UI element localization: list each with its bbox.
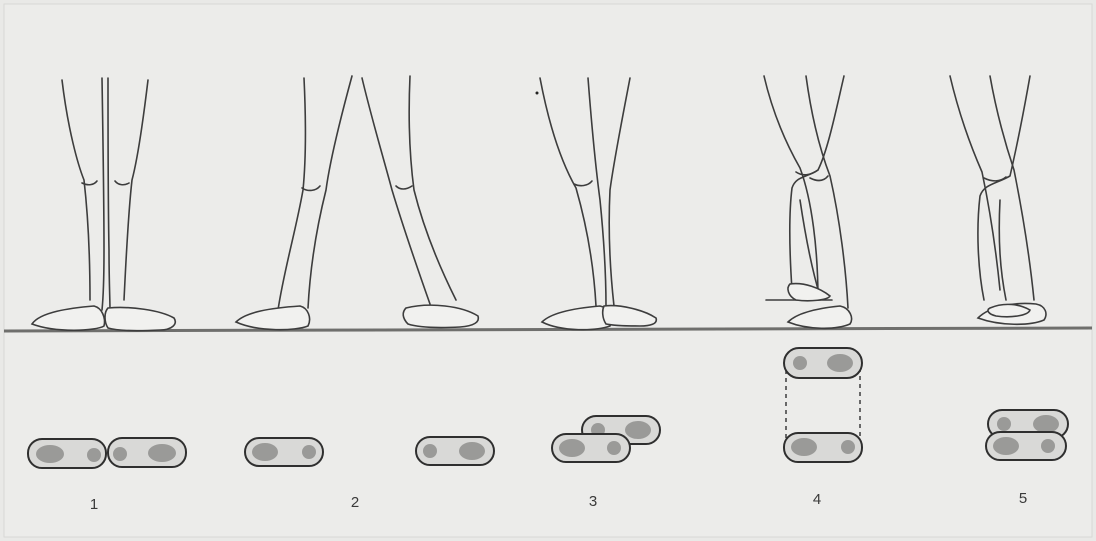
position-number-2: 2 xyxy=(335,494,375,511)
position-number-1: 1 xyxy=(74,496,114,513)
position-number-4: 4 xyxy=(797,491,837,508)
position-number-5: 5 xyxy=(1003,490,1043,507)
position-number-3: 3 xyxy=(573,493,613,510)
position-5-footprints xyxy=(986,410,1068,460)
